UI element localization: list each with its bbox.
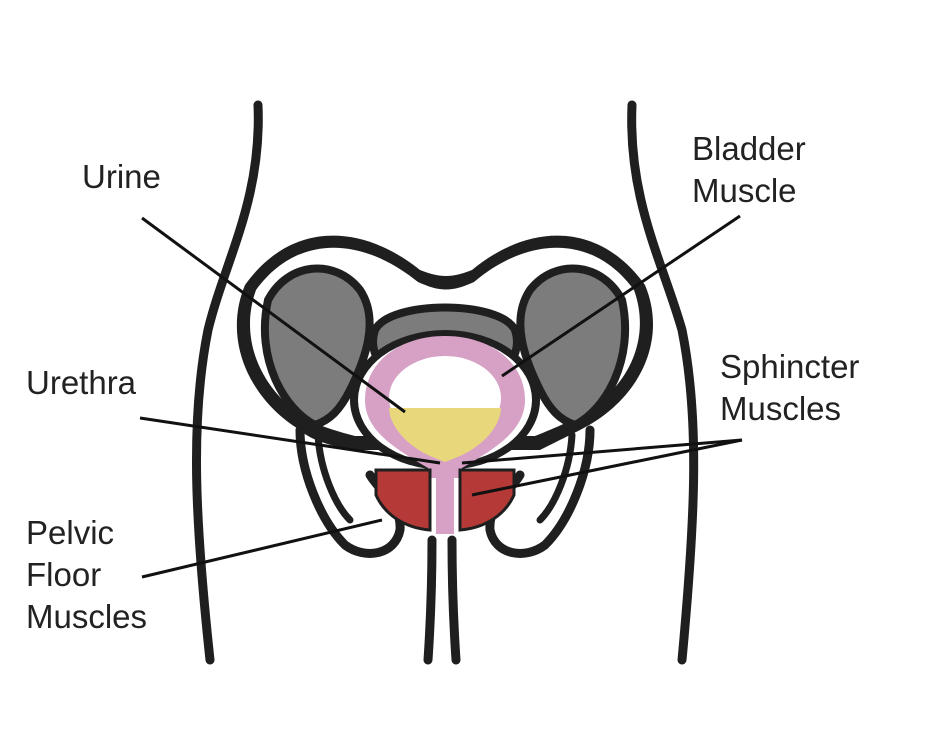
label-pelvic-floor-line-2: Floor — [26, 556, 102, 593]
label-bladder-muscle-line-1: Bladder — [692, 130, 806, 167]
pelvic-floor-leader-line — [141, 518, 383, 579]
label-urine-line-1: Urine — [82, 158, 161, 195]
urine-leader-line — [141, 216, 406, 414]
urine-fill — [389, 408, 501, 462]
urethra-tube — [436, 462, 454, 534]
label-urethra-line-1: Urethra — [26, 364, 137, 401]
label-urethra: Urethra — [26, 362, 136, 404]
left-body-outline — [192, 100, 263, 665]
sphincter-leader-line-lower — [471, 438, 743, 497]
label-sphincter-muscles-line-2: Muscles — [720, 390, 842, 427]
right-pelvic-loop-inner — [536, 431, 576, 524]
label-bladder-muscle: Bladder Muscle — [692, 128, 806, 212]
right-iliac-wing — [516, 264, 630, 430]
label-sphincter-muscles-line-1: Sphincter — [720, 348, 860, 385]
right-inner-leg — [447, 535, 461, 665]
urethra-leader-line — [139, 416, 441, 465]
right-body-outline — [627, 100, 699, 665]
label-urine: Urine — [82, 156, 161, 198]
bladder-muscle-leader-line — [501, 214, 741, 378]
sphincter-leader-line-upper — [461, 438, 743, 465]
right-sphincter-muscle — [458, 468, 516, 532]
label-pelvic-floor-line-3: Muscles — [26, 598, 148, 635]
label-bladder-muscle-line-2: Muscle — [692, 172, 797, 209]
label-pelvic-floor-line-1: Pelvic — [26, 514, 115, 551]
label-pelvic-floor-muscles: Pelvic Floor Muscles — [26, 512, 147, 638]
label-sphincter-muscles: Sphincter Muscles — [720, 346, 859, 430]
left-sphincter-muscle — [374, 468, 432, 532]
left-inner-leg — [423, 535, 437, 665]
